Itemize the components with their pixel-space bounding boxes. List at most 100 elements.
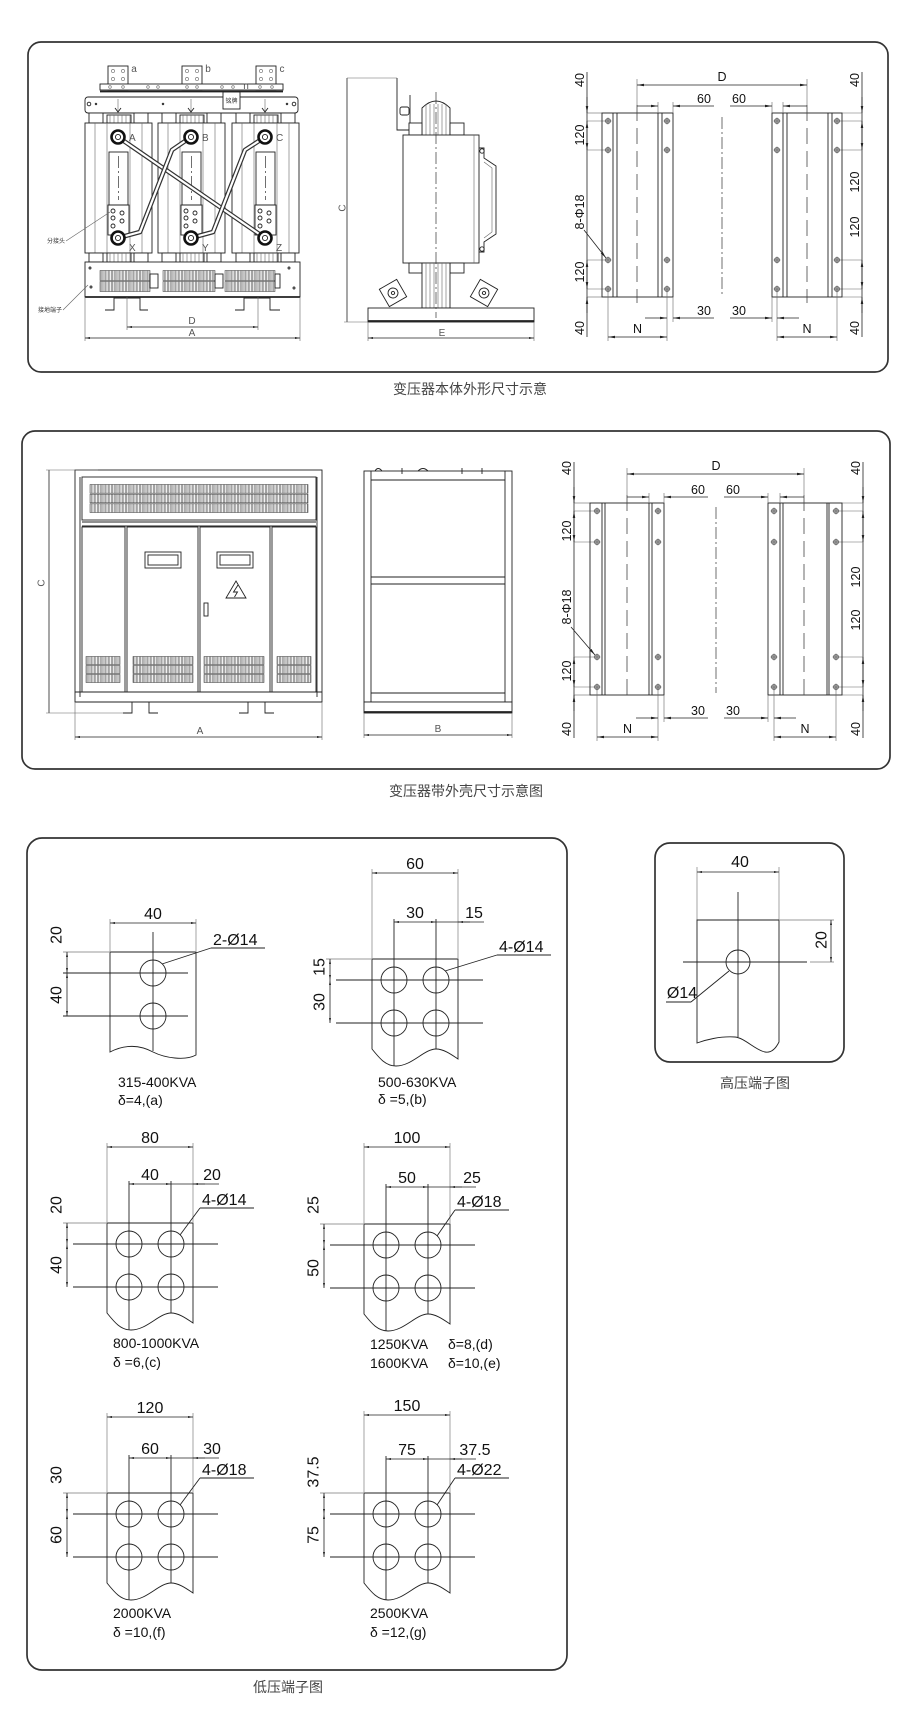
tap-dot: [257, 223, 263, 229]
mounting-foot: [235, 297, 280, 311]
hole-leader: [179, 1207, 201, 1236]
roller-bracket: [378, 278, 408, 308]
terminal-hole: [414, 1543, 442, 1571]
ventilation-louver: [99, 270, 151, 281]
terminal-hole: [725, 949, 751, 975]
tap-dot: [192, 218, 198, 224]
terminal-bar: [106, 1492, 194, 1601]
terminal-hole: [414, 1274, 442, 1302]
dimension-label-v-edge: 30: [49, 1466, 66, 1484]
dimension-label-d: D: [711, 459, 720, 473]
hv-lead-bracket: [396, 78, 422, 131]
dimension-label-e: E: [439, 328, 446, 339]
callout-leader: [62, 284, 89, 311]
tap-dot: [183, 208, 189, 214]
dimension-label-30: 30: [691, 704, 705, 718]
terminal-hole: [115, 1500, 143, 1528]
left-dimension-label: 40: [560, 722, 574, 736]
clamp-bolt: [86, 101, 92, 107]
hv-terminal-core: [261, 133, 269, 141]
dimension-label-60: 60: [691, 483, 705, 497]
bottom-ventilation-louver: [85, 665, 121, 674]
coil-support: [253, 252, 279, 263]
bolt-hole: [121, 77, 125, 81]
right-dimension-label: 120: [849, 610, 863, 631]
terminal-hole: [414, 1231, 442, 1259]
bolt-hole: [185, 77, 189, 81]
handle-bolt: [479, 148, 485, 154]
hole-leader: [179, 1477, 201, 1506]
bolt-spec-leader: [570, 626, 596, 656]
roller-axle: [481, 290, 487, 296]
bolt-hole: [185, 69, 189, 73]
panel-frame: [654, 842, 845, 1063]
terminal-hole: [372, 1543, 400, 1571]
hv-terminal-label: Y: [202, 243, 209, 254]
tap-dot: [119, 210, 125, 216]
dimension-label-width: 40: [144, 906, 162, 923]
terminal-hole: [157, 1273, 185, 1301]
clamp-block: [408, 262, 423, 274]
neutral-terminal-label: n: [243, 81, 249, 92]
enclosure-front-view: CA: [37, 469, 323, 740]
hv-terminal-label: Z: [276, 243, 282, 254]
dimension-label-v-edge: 15: [312, 958, 329, 976]
capacity-label: 315-400KVA: [118, 1074, 197, 1090]
coil-spacer: [88, 252, 104, 263]
lv-terminal-label: a: [131, 64, 137, 75]
dimension-label-width: 40: [731, 854, 749, 871]
handle-inner: [483, 161, 493, 239]
terminal-hole: [115, 1230, 143, 1258]
thickness-label: δ =12,(g): [370, 1624, 426, 1640]
ventilation-louver: [99, 281, 151, 292]
tap-dot: [110, 208, 116, 214]
bottom-ventilation-louver: [85, 656, 121, 665]
left-dimension-label: 40: [573, 73, 587, 87]
dimension-label-v-edge: 20: [49, 926, 66, 944]
panel-frame: [26, 837, 568, 1671]
capacity-label: 1250KVA: [370, 1336, 429, 1352]
dimension-label-edge: 37.5: [459, 1442, 490, 1459]
bolt-hole: [270, 85, 274, 89]
ventilation-louver: [162, 270, 216, 281]
viewing-window-glass: [219, 554, 251, 566]
nameplate: [222, 91, 241, 110]
mounting-foot: [105, 297, 148, 311]
clamp-block: [408, 122, 423, 136]
terminal-bar: [363, 1223, 451, 1332]
terminal-bar: [106, 1222, 194, 1331]
caption-hv-terminal: 高压端子图: [720, 1075, 790, 1092]
panel-frame: [27, 41, 889, 373]
coil-spacer: [161, 112, 177, 124]
hole-leader: [444, 954, 498, 972]
dimension-label-width: 80: [141, 1130, 159, 1147]
dimension-label-60: 60: [697, 92, 711, 106]
dimension-label-30: 30: [726, 704, 740, 718]
bolt-hole: [195, 77, 199, 81]
bottom-ventilation-louver: [85, 674, 121, 683]
dimension-label-30: 30: [697, 304, 711, 318]
tap-dot: [119, 218, 125, 224]
top-ventilation-louver: [89, 493, 309, 504]
door-handle: [203, 602, 209, 617]
roller-axle: [390, 290, 396, 296]
terminal-hole: [372, 1500, 400, 1528]
lifting-lug-arrow: [114, 107, 122, 113]
coil-support: [106, 114, 132, 124]
ventilation-louver: [162, 281, 216, 292]
bolt-hole: [111, 77, 115, 81]
hole-spec-label: 4-Ø18: [457, 1194, 502, 1211]
hole-leader: [161, 947, 212, 965]
left-dimension-label: 120: [560, 521, 574, 542]
coil-spacer: [280, 112, 296, 124]
hole-leader: [436, 1477, 456, 1506]
bottom-ventilation-louver: [203, 665, 265, 674]
tap-dot: [257, 215, 263, 221]
dimension-label-pitch: 50: [398, 1170, 416, 1187]
side-base: [363, 701, 513, 714]
coil-spacer: [133, 252, 149, 263]
